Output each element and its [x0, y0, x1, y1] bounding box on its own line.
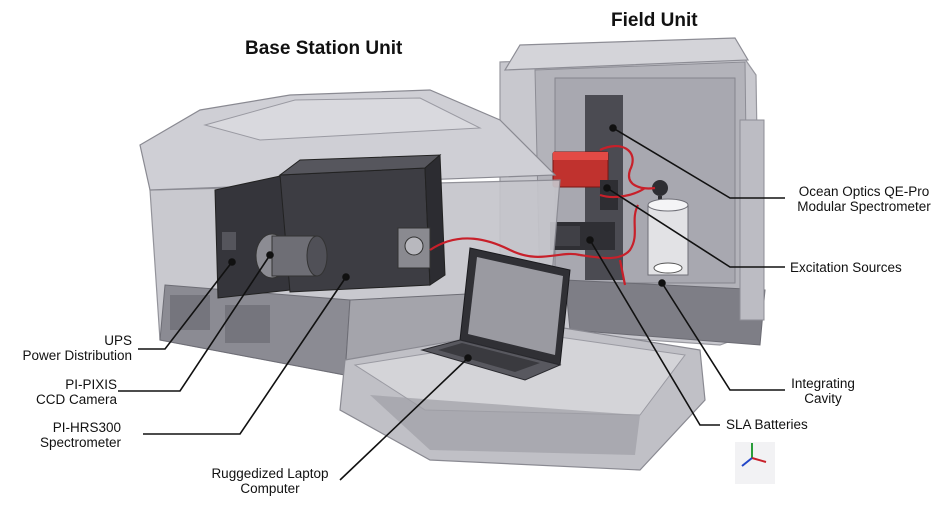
leader-pixis [118, 254, 271, 392]
leader-excitation [606, 187, 785, 268]
label-laptop: Ruggedized Laptop Computer [200, 466, 340, 496]
label-cavity-line1: Integrating [791, 376, 855, 391]
base-station-title: Base Station Unit [245, 38, 403, 59]
label-ups-line1: UPS [104, 333, 132, 348]
leader-laptop [339, 357, 469, 481]
label-hrs300-line1: PI-HRS300 [52, 420, 121, 435]
label-hrs300-line2: Spectrometer [39, 435, 121, 450]
sla-batteries [550, 222, 615, 250]
leader-hrs300 [143, 276, 347, 435]
label-excitation: Excitation Sources [790, 260, 902, 275]
label-ups: UPS Power Distribution [10, 333, 132, 363]
fiber-coupler [397, 227, 431, 269]
label-laptop-line1: Ruggedized Laptop [211, 466, 329, 481]
leader-lines [118, 124, 785, 481]
label-hrs300: PI-HRS300 Spectrometer [10, 420, 121, 450]
ruggedized-laptop [420, 247, 571, 381]
label-pixis-line1: PI-PIXIS [65, 377, 117, 392]
label-cavity-line2: Cavity [804, 391, 842, 406]
label-excitation-line1: Excitation Sources [790, 260, 902, 275]
integrating-cavity [647, 198, 689, 276]
pi-pixis-ccd-camera [255, 233, 328, 279]
field-unit-title: Field Unit [611, 10, 698, 31]
cables [429, 145, 656, 286]
lower-case [339, 324, 706, 471]
label-batteries: SLA Batteries [726, 417, 808, 432]
leader-qepro [612, 127, 785, 199]
label-pixis: PI-PIXIS CCD Camera [10, 377, 117, 407]
label-qepro-line2: Modular Spectrometer [797, 199, 931, 214]
label-cavity: Integrating Cavity [788, 376, 858, 406]
label-qepro-line1: Ocean Optics QE-Pro [798, 184, 930, 199]
label-ups-line2: Power Distribution [22, 348, 132, 363]
label-qepro: Ocean Optics QE-Pro Modular Spectrometer [788, 184, 940, 214]
axis-triad-icon [735, 442, 775, 484]
leader-batteries [589, 239, 720, 426]
label-laptop-line2: Computer [240, 481, 300, 496]
leader-cavity [661, 282, 785, 391]
label-pixis-line2: CCD Camera [35, 392, 117, 407]
label-batteries-line1: SLA Batteries [726, 417, 808, 432]
leader-ups [138, 261, 233, 350]
